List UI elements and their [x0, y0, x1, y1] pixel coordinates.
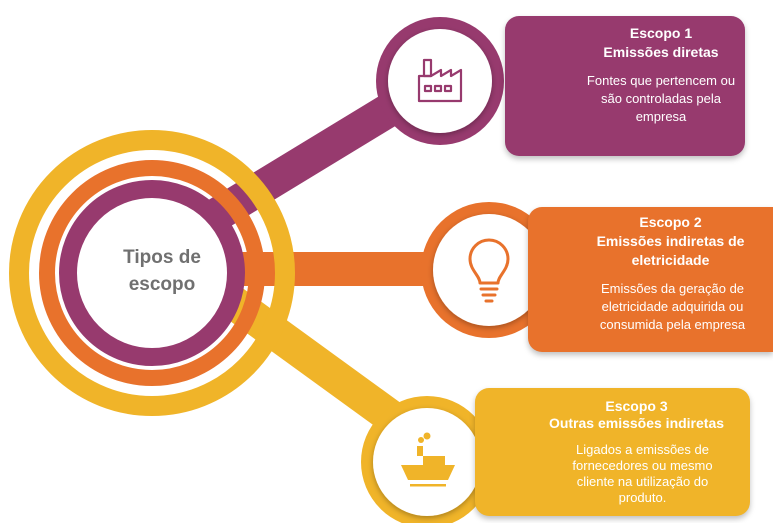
- scope-2-desc-line-2: eletricidade adquirida ou: [601, 299, 744, 314]
- scope-1-icon-circle: [376, 17, 504, 145]
- scope-2-icon-circle: [421, 202, 557, 338]
- scope-3-desc-line-3: cliente na utilização do: [576, 474, 709, 489]
- scope-2-card: Escopo 2 Emissões indiretas de eletricid…: [528, 207, 773, 352]
- scope-2-desc-line-3: consumida pela empresa: [599, 317, 746, 332]
- scope-1-desc-line-3: empresa: [635, 109, 687, 124]
- scope-1-title: Escopo 1 Emissões diretas: [505, 16, 745, 62]
- center-label-line-1: Tipos de: [123, 247, 201, 268]
- scope-2-title-line-1: Escopo 2: [639, 214, 702, 230]
- scope-2-desc-line-1: Emissões da geração de: [600, 281, 745, 296]
- scope-1-desc-line-1: Fontes que pertencem ou: [586, 73, 736, 88]
- scope-3-title-line-2: Outras emissões indiretas: [548, 415, 725, 431]
- scope-3-description: Ligados a emissões de fornecedores ou me…: [475, 442, 750, 506]
- scope-3-card: Escopo 3 Outras emissões indiretas Ligad…: [475, 388, 750, 516]
- scope-1-title-line-2: Emissões diretas: [603, 44, 719, 60]
- scope-1-desc-line-2: são controladas pela: [601, 91, 721, 106]
- scope-2-title: Escopo 2 Emissões indiretas de eletricid…: [528, 207, 773, 270]
- scope-3-desc-line-4: produto.: [618, 490, 667, 505]
- scope-1-description: Fontes que pertencem ou são controladas …: [505, 72, 745, 126]
- center-label-line-2: escopo: [128, 274, 196, 295]
- scope-2-description: Emissões da geração de eletricidade adqu…: [528, 280, 773, 334]
- middle-ring-orange: [39, 160, 265, 386]
- scope-1-card: Escopo 1 Emissões diretas Fontes que per…: [505, 16, 745, 156]
- scope-3-title-line-1: Escopo 3: [605, 398, 668, 414]
- scope-1-title-line-1: Escopo 1: [629, 25, 693, 41]
- ship-icon: [401, 432, 455, 487]
- outer-ring-yellow: [9, 130, 295, 416]
- scope-3-desc-line-1: Ligados a emissões de: [576, 442, 709, 457]
- scope-3-title: Escopo 3 Outras emissões indiretas: [475, 388, 750, 432]
- lightbulb-icon: [468, 238, 510, 303]
- scope-3-desc-line-2: fornecedores ou mesmo: [572, 458, 713, 473]
- center-label: Tipos de escopo: [92, 244, 232, 298]
- factory-icon: [417, 58, 463, 103]
- scope-2-title-line-3: eletricidade: [631, 252, 710, 268]
- scope-2-title-line-2: Emissões indiretas de: [596, 233, 745, 249]
- inner-ring-purple: [59, 180, 245, 366]
